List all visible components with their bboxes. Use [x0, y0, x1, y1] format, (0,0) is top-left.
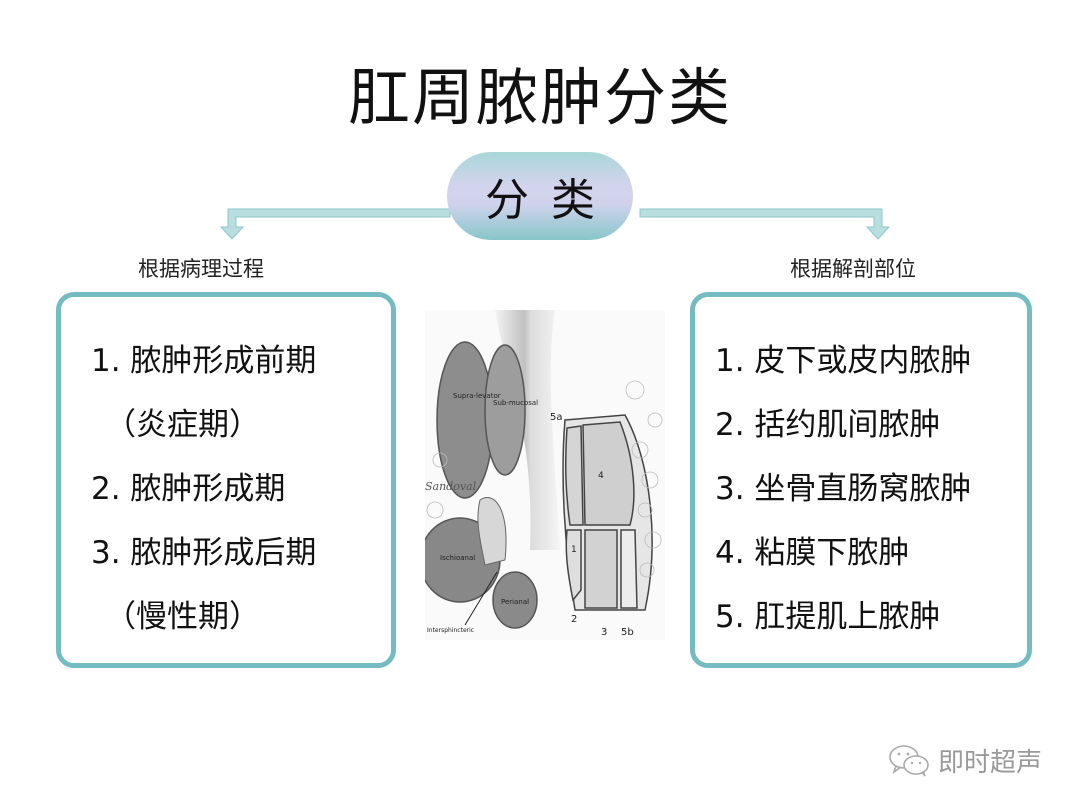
watermark-text: 即时超声 [938, 748, 1043, 778]
list-item: 3. 脓肿形成后期 [91, 535, 317, 571]
wechat-icon [889, 744, 929, 776]
list-item: 1. 脓肿形成前期 [91, 343, 317, 379]
list-item: （慢性期） [105, 599, 260, 635]
right-connector-arrow [639, 208, 890, 240]
anatomic-location-box: 1. 皮下或皮内脓肿 2. 括约肌间脓肿 3. 坐骨直肠窝脓肿 4. 粘膜下脓肿… [690, 292, 1032, 668]
figure-label-4: 4 [598, 471, 604, 481]
figure-label-intersphincteric: Intersphincteric [427, 627, 474, 634]
list-item: （炎症期） [105, 407, 260, 443]
figure-label-2: 2 [571, 614, 577, 625]
right-branch-label: 根据解剖部位 [790, 257, 916, 281]
figure-label-5b: 5b [621, 627, 634, 638]
pathology-stage-box: 1. 脓肿形成前期 （炎症期） 2. 脓肿形成期 3. 脓肿形成后期 （慢性期） [56, 292, 396, 668]
figure-label-submucosal: Sub-mucosal [493, 399, 538, 407]
classification-node: 分类 [447, 152, 633, 240]
classification-node-label: 分类 [485, 175, 617, 226]
figure-label-ischioanal: Ischioanal [440, 554, 475, 562]
list-item: 4. 粘膜下脓肿 [715, 535, 910, 571]
figure-label-perianal: Perianal [501, 598, 529, 606]
list-item: 3. 坐骨直肠窝脓肿 [715, 471, 972, 507]
left-branch-label: 根据病理过程 [138, 257, 264, 281]
anatomy-illustration: Supra-levator Sub-mucosal Ischioanal Per… [425, 310, 665, 640]
figure-signature: Sandoval [425, 480, 477, 493]
list-item: 2. 脓肿形成期 [91, 471, 286, 507]
slide-title: 肛周脓肿分类 [347, 61, 732, 134]
figure-label-5a: 5a [550, 412, 563, 423]
figure-label-3: 3 [601, 627, 607, 638]
list-item: 5. 肛提肌上脓肿 [715, 599, 941, 635]
list-item: 2. 括约肌间脓肿 [715, 407, 941, 443]
left-connector-arrow [219, 208, 451, 240]
list-item: 1. 皮下或皮内脓肿 [715, 343, 972, 379]
watermark: 即时超声 [888, 742, 1042, 779]
figure-label-supralevator: Supra-levator [453, 392, 501, 400]
figure-label-1: 1 [571, 545, 577, 555]
